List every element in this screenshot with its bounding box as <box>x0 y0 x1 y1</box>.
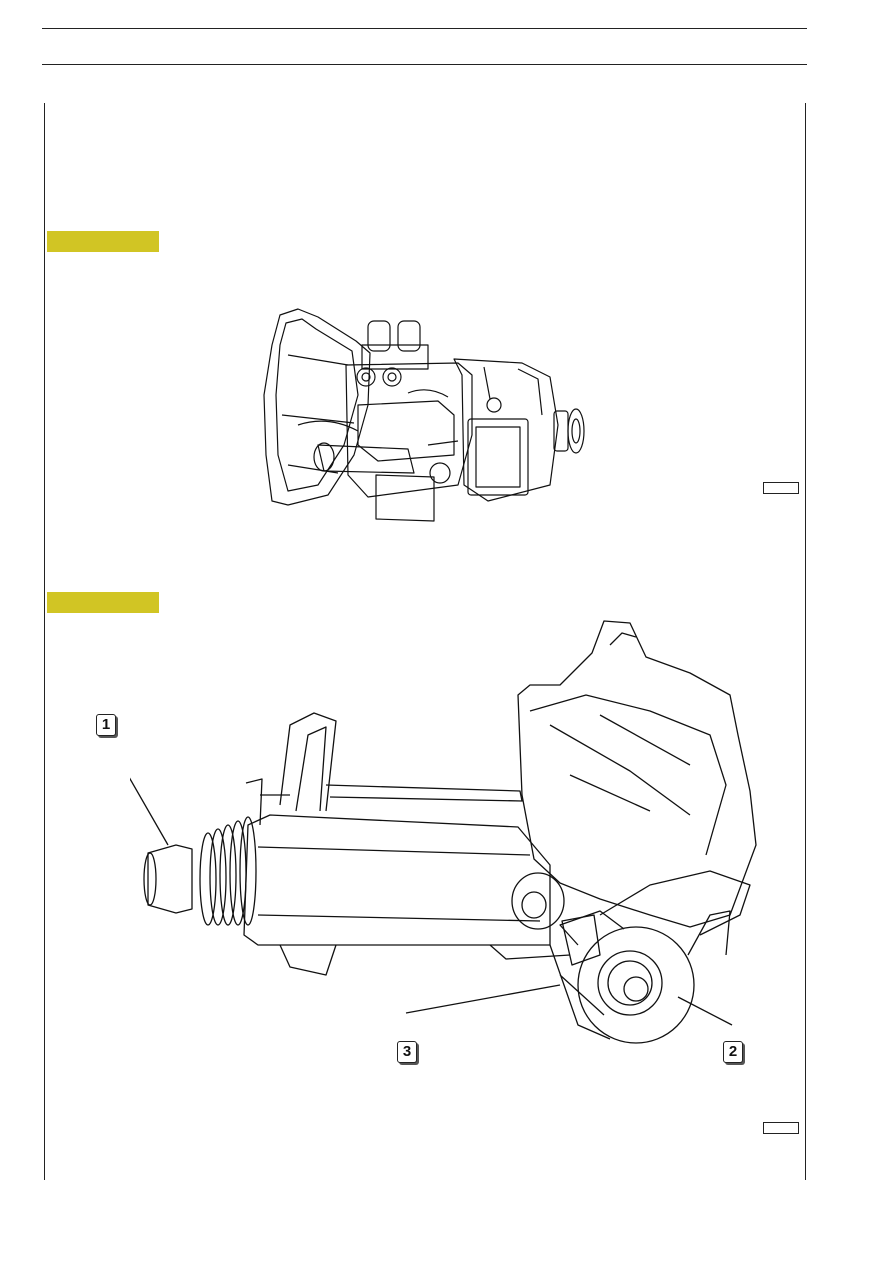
actuator-drawing <box>130 620 757 1044</box>
header-rule-top <box>42 28 807 29</box>
frame-left <box>44 103 45 1180</box>
figure-ref-box-2 <box>763 1122 799 1134</box>
section-tab-2 <box>47 592 159 613</box>
frame-right <box>805 103 806 1180</box>
section-tab-1 <box>47 231 159 252</box>
figure-ref-box-1 <box>763 482 799 494</box>
header-rule-bottom <box>42 64 807 65</box>
callout-1: 1 <box>96 714 116 736</box>
gearbox-drawing <box>263 308 585 522</box>
callout-3: 3 <box>397 1041 417 1063</box>
callout-2: 2 <box>723 1041 743 1063</box>
